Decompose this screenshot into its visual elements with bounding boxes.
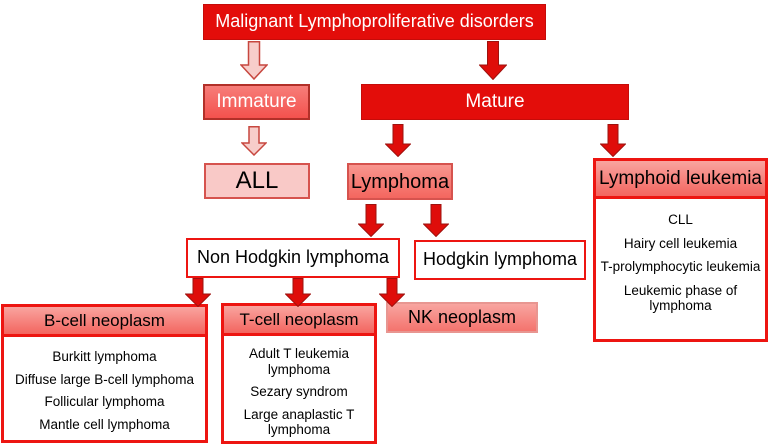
list-item: T-prolymphocytic leukemia <box>600 259 761 275</box>
root-node: Malignant Lymphoproliferative disorders <box>203 4 546 40</box>
list-item: Mantle cell lymphoma <box>39 416 170 432</box>
list-item: Sezary syndrom <box>250 384 348 400</box>
nk-neoplasm-label: NK neoplasm <box>407 306 517 327</box>
t-cell-neoplasm-header: T-cell neoplasm <box>224 306 374 336</box>
immature-node: Immature <box>203 84 310 120</box>
t-cell-neoplasm-node: T-cell neoplasm Adult T leukemia lymphom… <box>221 303 377 444</box>
arrow-mature-to-lymphoma-icon <box>385 124 411 157</box>
arrow-nhl-to-b-cell-icon <box>185 278 211 307</box>
mature-node-label: Mature <box>465 90 525 112</box>
non-hodgkin-node-label: Non Hodgkin lymphoma <box>196 247 390 268</box>
list-item: Large anaplastic T lymphoma <box>243 406 355 438</box>
all-node-label: ALL <box>235 166 279 194</box>
arrow-root-to-immature-icon <box>240 41 268 80</box>
list-item: Burkitt lymphoma <box>52 349 157 364</box>
non-hodgkin-node: Non Hodgkin lymphoma <box>186 238 400 278</box>
list-item: Leukemic phase of lymphoma <box>623 282 738 314</box>
arrow-nhl-to-t-cell-icon <box>285 278 311 307</box>
lymphoma-node: Lymphoma <box>347 163 453 200</box>
list-item: Hairy cell leukemia <box>623 235 738 251</box>
arrow-immature-to-all-icon <box>241 126 267 156</box>
list-item: Diffuse large B-cell lymphoma <box>14 371 195 387</box>
list-item: Follicular lymphoma <box>44 394 165 410</box>
lymphoid-leukemia-header: Lymphoid leukemia <box>596 161 765 199</box>
b-cell-neoplasm-header: B-cell neoplasm <box>4 307 205 337</box>
list-item: Adult T leukemia lymphoma <box>248 346 350 377</box>
hodgkin-node: Hodgkin lymphoma <box>414 240 586 280</box>
nk-neoplasm-node: NK neoplasm <box>386 302 538 333</box>
mature-node: Mature <box>361 84 629 120</box>
t-cell-neoplasm-title: T-cell neoplasm <box>239 309 359 329</box>
hodgkin-node-label: Hodgkin lymphoma <box>422 249 578 270</box>
all-node: ALL <box>204 163 310 199</box>
list-item: CLL <box>668 212 693 227</box>
b-cell-neoplasm-title: B-cell neoplasm <box>44 310 165 330</box>
arrow-nhl-to-nk-icon <box>379 278 405 307</box>
lymphoid-leukemia-node: Lymphoid leukemia CLL Hairy cell leukemi… <box>593 158 768 342</box>
lymphoma-node-label: Lymphoma <box>350 170 450 193</box>
arrow-root-to-mature-icon <box>479 41 507 80</box>
lymphoid-leukemia-title: Lymphoid leukemia <box>599 167 762 189</box>
b-cell-neoplasm-node: B-cell neoplasm Burkitt lymphoma Diffuse… <box>1 304 208 443</box>
root-node-label: Malignant Lymphoproliferative disorders <box>215 11 534 32</box>
b-cell-neoplasm-list: Burkitt lymphoma Diffuse large B-cell ly… <box>4 337 205 440</box>
t-cell-neoplasm-list: Adult T leukemia lymphoma Sezary syndrom… <box>224 336 374 441</box>
arrow-mature-to-lymphoid-leukemia-icon <box>600 124 626 157</box>
arrow-lymphoma-to-hodgkin-icon <box>423 204 449 237</box>
lymphoid-leukemia-list: CLL Hairy cell leukemia T-prolymphocytic… <box>596 199 765 339</box>
immature-node-label: Immature <box>216 90 297 112</box>
arrow-lymphoma-to-non-hodgkin-icon <box>358 204 384 237</box>
